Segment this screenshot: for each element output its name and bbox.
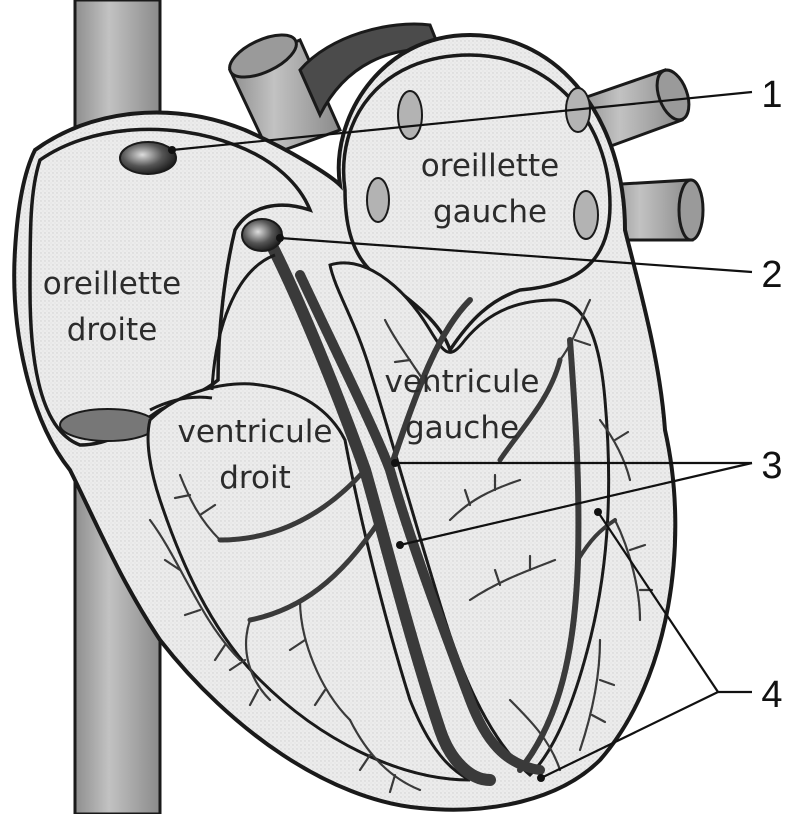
marker-2: 2 [761,254,782,296]
left-ventricle-label-line2: gauche [405,410,519,446]
marker-4: 4 [761,674,782,716]
left-atrium-label-line1: oreillette [421,148,559,184]
sinoatrial-node [120,142,176,174]
marker-1: 1 [761,74,782,116]
atrioventricular-node [242,219,282,251]
marker-3: 3 [761,445,782,487]
right-atrium-label-line1: oreillette [43,266,181,302]
left-ventricle-label-line1: ventricule [385,364,540,400]
left-atrium-label-line2: gauche [433,194,547,230]
right-ventricle-label-line1: ventricule [178,414,333,450]
right-ventricle-label-line2: droit [219,460,290,496]
right-atrium-label-line2: droite [67,312,158,348]
